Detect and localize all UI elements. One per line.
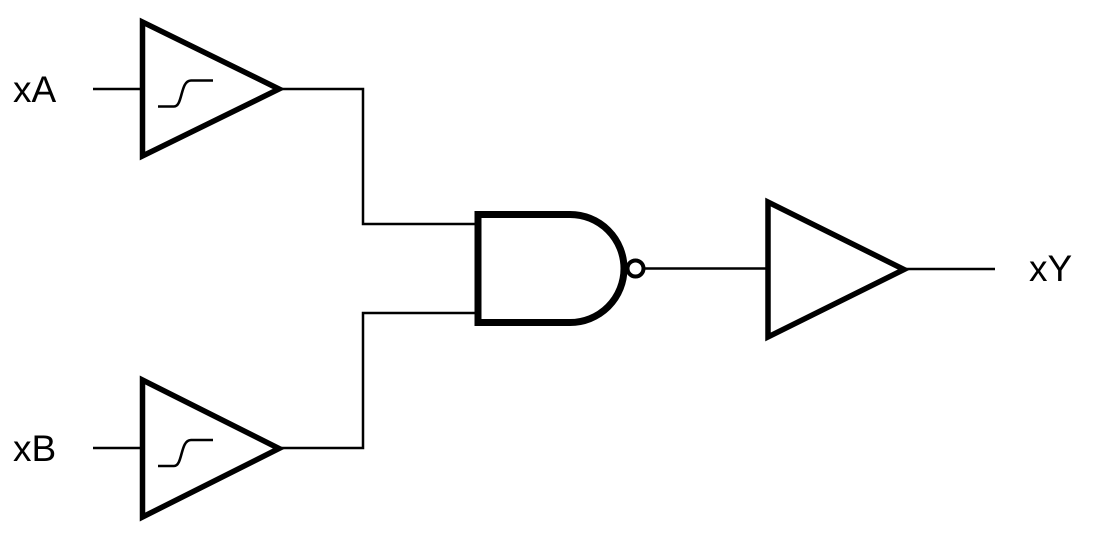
nand-gate [474,211,646,326]
output-buffer [765,197,911,342]
inversion-bubble-icon [625,258,646,279]
schmitt-buffer-a [139,17,286,161]
wire-buffer-b-to-nand [279,311,475,450]
nand-body [474,211,628,326]
output-label-xy: xY [1029,248,1072,289]
hysteresis-icon [158,79,213,108]
wire-buffer-a-to-nand [279,87,475,226]
hysteresis-icon [158,438,213,468]
buffer-triangle [139,17,286,161]
buffer-triangle [139,375,286,522]
buffer-triangle [765,197,911,342]
schmitt-buffer-b [139,375,286,522]
input-label-xa: xA [13,69,57,110]
input-label-xb: xB [13,428,56,469]
